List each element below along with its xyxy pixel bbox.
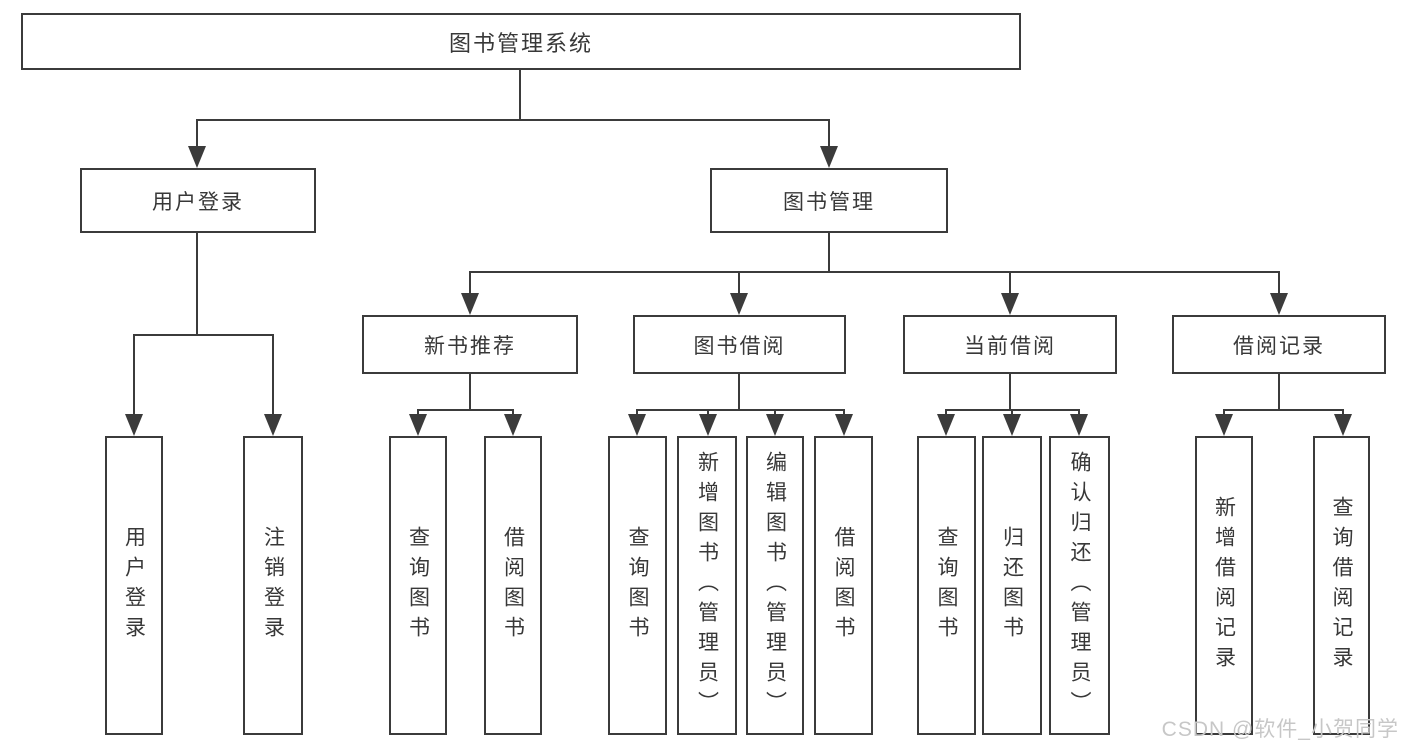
leaf-logout: 注销登录 xyxy=(243,436,303,735)
leaf-borrow-books-recommend: 借阅图书 xyxy=(484,436,542,735)
csdn-watermark: CSDN @软件_小贺同学 xyxy=(1161,718,1399,741)
leaf-add-book-admin: 新增图书（管理员） xyxy=(677,436,737,735)
arrow-to-leaf-borrow-books-a xyxy=(504,411,522,436)
connector-book-management-branch xyxy=(469,271,1280,273)
arrow-to-leaf-return-books xyxy=(1003,411,1021,436)
connector-current-borrowing-branch xyxy=(945,409,1080,411)
node-book-management: 图书管理 xyxy=(710,168,948,233)
arrow-to-leaf-query-books-b xyxy=(628,411,646,436)
node-user-login: 用户登录 xyxy=(80,168,316,233)
connector-level1-branch xyxy=(196,119,830,121)
arrow-to-book-borrowing xyxy=(730,273,748,315)
node-book-borrowing: 图书借阅 xyxy=(633,315,846,374)
leaf-edit-book-admin: 编辑图书（管理员） xyxy=(746,436,804,735)
arrow-to-leaf-edit-book xyxy=(766,411,784,436)
leaf-query-books-recommend: 查询图书 xyxy=(389,436,447,735)
arrow-to-current-borrowing xyxy=(1001,273,1019,315)
connector-book-borrowing-branch xyxy=(636,409,845,411)
arrow-to-borrowing-records xyxy=(1270,273,1288,315)
connector-user-login-stub xyxy=(196,233,198,335)
node-current-borrowing: 当前借阅 xyxy=(903,315,1117,374)
arrow-to-leaf-query-books-c xyxy=(937,411,955,436)
leaf-query-books-current: 查询图书 xyxy=(917,436,976,735)
arrow-to-leaf-logout xyxy=(264,336,282,436)
arrow-to-user-login xyxy=(188,121,206,168)
arrow-to-leaf-borrow-books-b xyxy=(835,411,853,436)
node-borrowing-records: 借阅记录 xyxy=(1172,315,1386,374)
arrow-to-book-management xyxy=(820,121,838,168)
leaf-query-borrow-record: 查询借阅记录 xyxy=(1313,436,1370,735)
leaf-add-borrow-record: 新增借阅记录 xyxy=(1195,436,1253,735)
connector-current-borrowing-stub xyxy=(1009,374,1011,411)
arrow-to-leaf-query-books-a xyxy=(409,411,427,436)
node-library-management-system: 图书管理系统 xyxy=(21,13,1021,70)
connector-user-login-branch xyxy=(133,334,274,336)
connector-borrowing-records-stub xyxy=(1278,374,1280,411)
connector-book-borrowing-stub xyxy=(738,374,740,411)
arrow-to-leaf-add-record xyxy=(1215,411,1233,436)
connector-book-management-stub xyxy=(828,233,830,273)
leaf-user-login: 用户登录 xyxy=(105,436,163,735)
connector-root-stub xyxy=(519,70,521,120)
leaf-borrow-books-borrowing: 借阅图书 xyxy=(814,436,873,735)
connector-new-book-branch xyxy=(417,409,514,411)
arrow-to-new-book-recommend xyxy=(461,273,479,315)
node-new-book-recommend: 新书推荐 xyxy=(362,315,578,374)
arrow-to-leaf-user-login xyxy=(125,336,143,436)
connector-borrowing-records-branch xyxy=(1223,409,1344,411)
leaf-query-books-borrowing: 查询图书 xyxy=(608,436,667,735)
connector-new-book-stub xyxy=(469,374,471,411)
arrow-to-leaf-query-record xyxy=(1334,411,1352,436)
arrow-to-leaf-add-book xyxy=(699,411,717,436)
leaf-confirm-return-admin: 确认归还（管理员） xyxy=(1049,436,1110,735)
arrow-to-leaf-confirm-return xyxy=(1070,411,1088,436)
leaf-return-books: 归还图书 xyxy=(982,436,1042,735)
